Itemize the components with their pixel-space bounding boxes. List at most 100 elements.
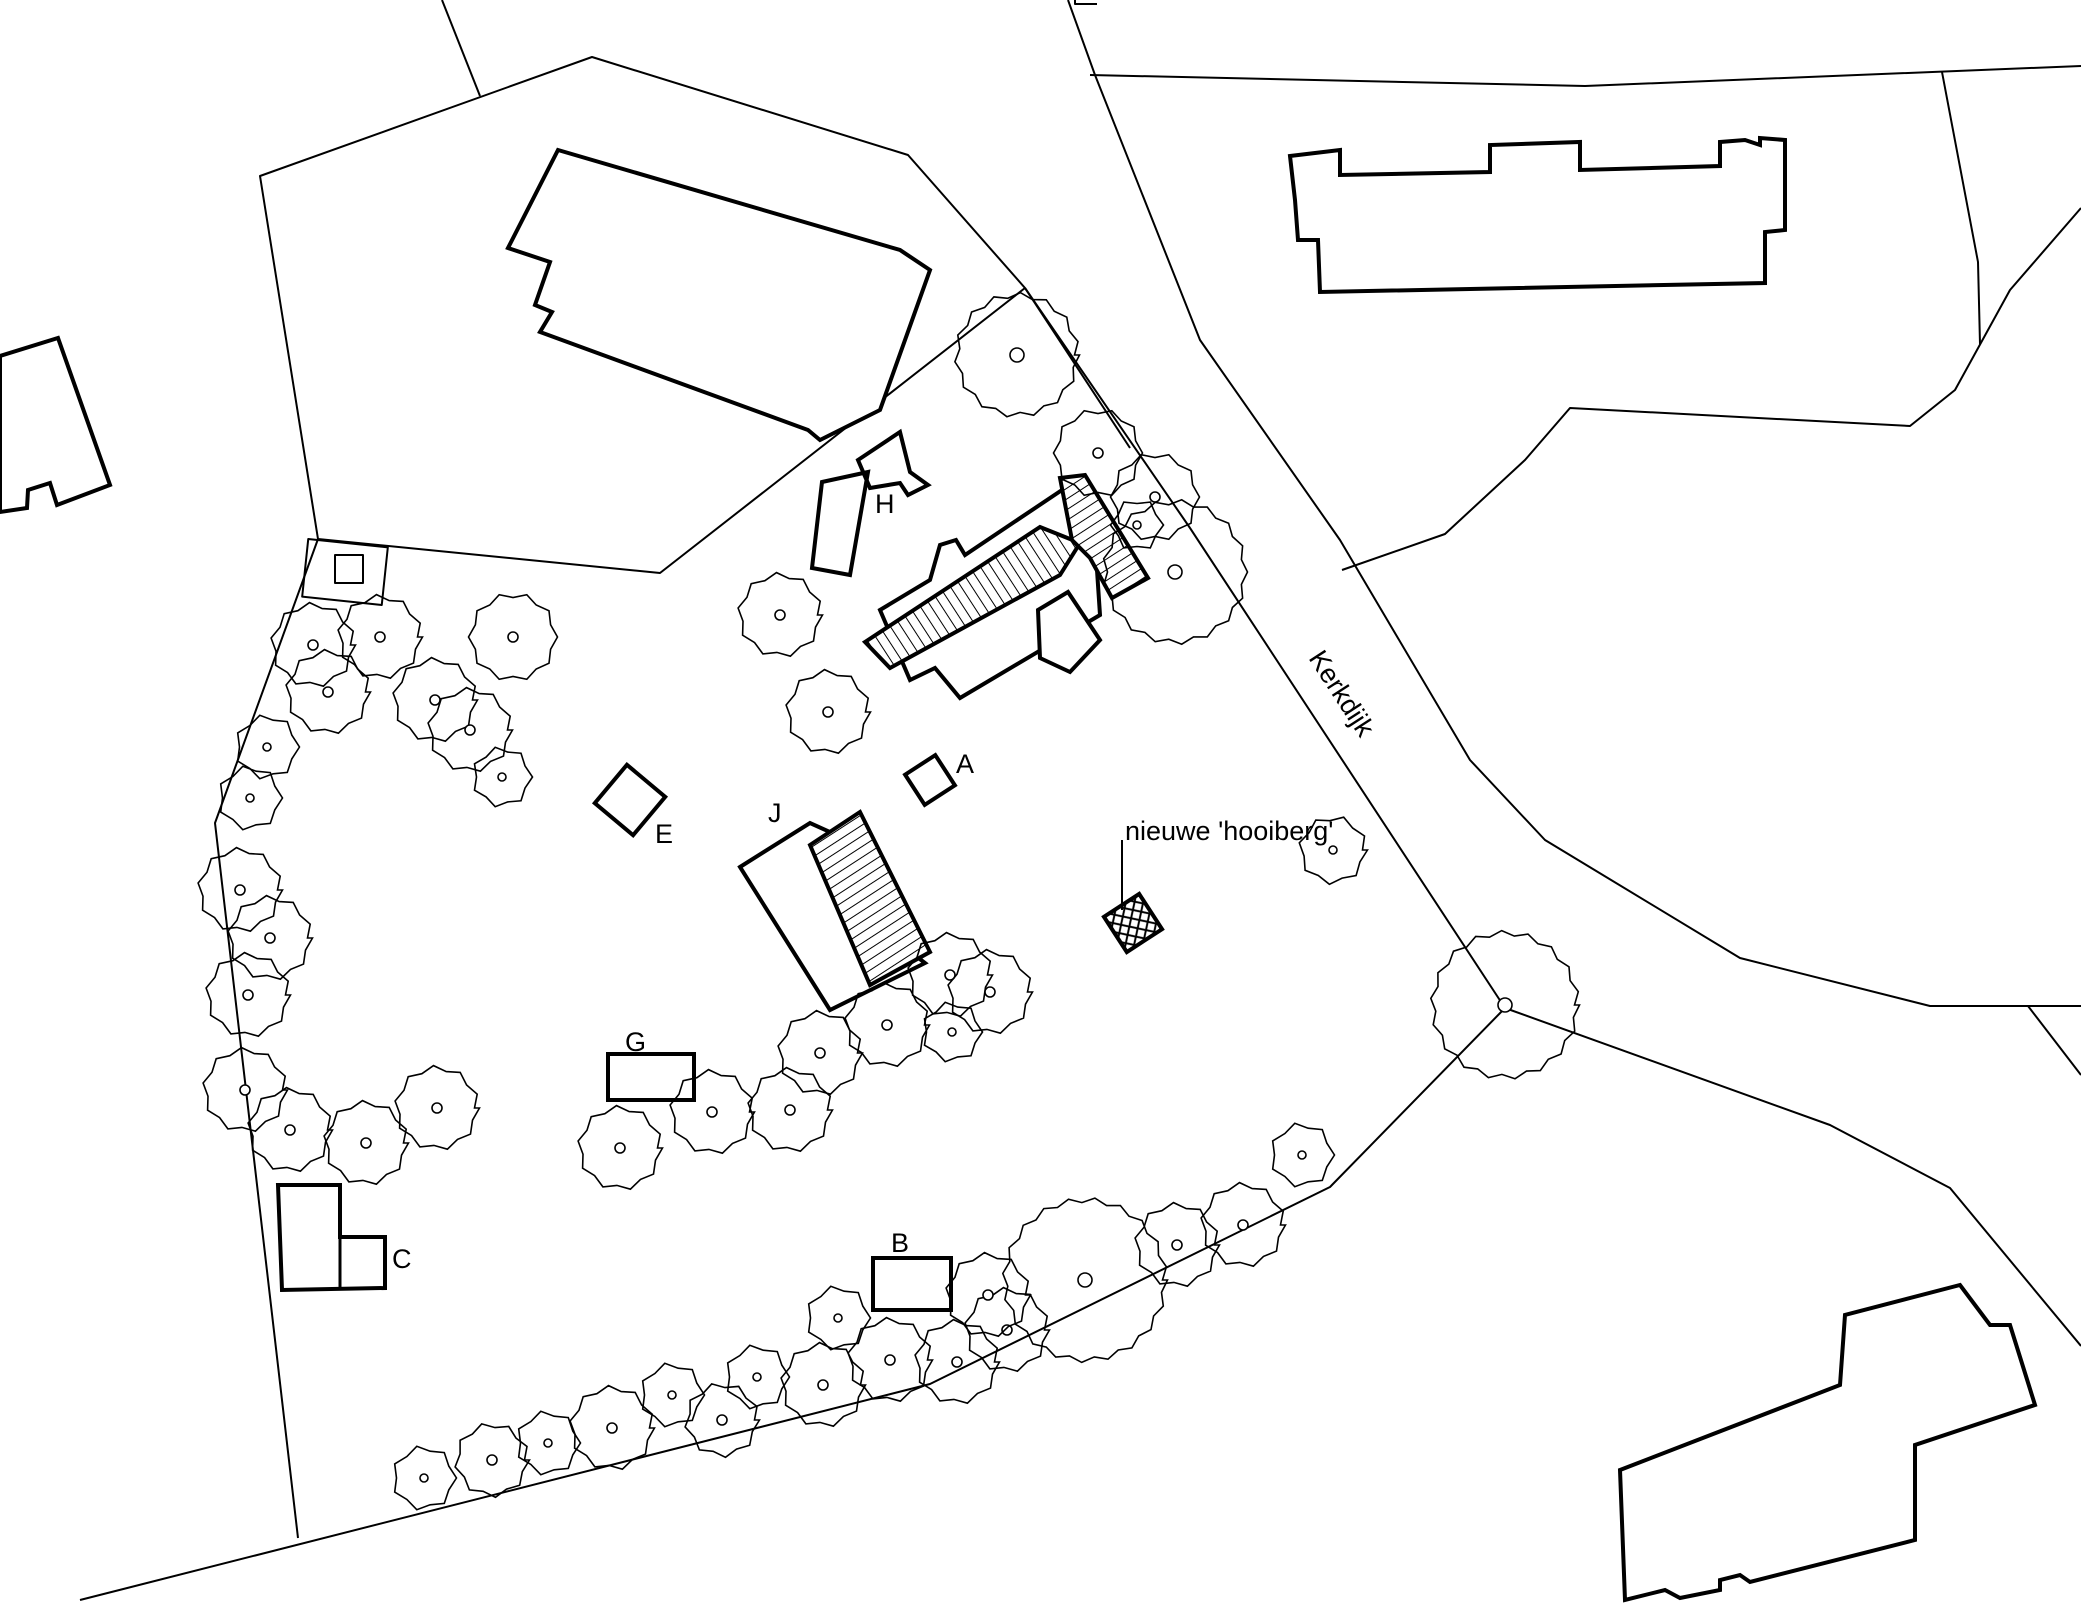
tree-trunk [464,724,476,736]
tree-trunk [881,1019,893,1031]
tree-crown [1109,453,1201,541]
tree-crown [1134,1201,1221,1288]
tree-trunk [307,639,319,651]
tree-crown [227,894,314,981]
haystack-hatched [1101,891,1165,955]
tree-trunk [486,1454,498,1466]
tree-crown [247,1086,334,1173]
tree-trunk [817,1379,829,1391]
tree-trunk [1132,520,1142,530]
tree-crown [337,593,424,680]
tree-trunk [1092,447,1104,459]
building-south-east [1617,1282,2038,1603]
main-house-annex [1035,589,1103,675]
label-h: H [875,489,895,519]
road-west-edge [1067,0,2081,1007]
tree-trunk [1077,1272,1093,1288]
tree-trunk [1497,997,1513,1013]
tree-crown [285,648,372,735]
tree-trunk [706,1106,718,1118]
tree-trunk [245,793,255,803]
tree-trunk [947,1027,957,1037]
building-north-east-block [1287,135,1787,295]
tree-trunk [543,1438,553,1448]
parcel-line-far-east [2027,1005,2081,1076]
label-e: E [655,819,673,849]
parcel-lines [79,0,2081,1601]
building-j-roof-hatched [807,809,933,988]
tree-crown [236,714,301,780]
label-b: B [891,1228,909,1258]
building-north-large [505,147,933,443]
tree-trunk [784,1104,796,1116]
tree-trunk [606,1422,618,1434]
building-g [606,1052,696,1102]
tree-crown [394,1064,481,1151]
tree-trunk [1149,491,1161,503]
tree-trunk [1328,845,1338,855]
tree-trunk [822,706,834,718]
building-west-edge [0,335,113,515]
tree-crown [577,1104,664,1191]
tree-crown [517,1410,582,1476]
tree-trunk [1001,1324,1013,1336]
tree-crown [1102,498,1249,646]
road-east-edge [1341,207,2081,571]
building-e [591,761,669,839]
tree-trunk [322,686,334,698]
tree-trunk [284,1124,296,1136]
tree-crown [726,1344,791,1410]
parcel-line-east [1941,71,1981,345]
tree-crown [205,951,292,1038]
tree-crown [197,846,284,933]
parcel-corner-top [1074,0,1097,5]
tree-trunk [774,609,786,621]
label-a: A [956,749,974,779]
tree-trunk [1171,1239,1183,1251]
tree-trunk [264,932,276,944]
tree-crown [393,1445,458,1511]
estate-west-boundary [214,538,319,1539]
tree-crown [1200,1181,1287,1268]
tree-crown [737,571,824,658]
tree-trunk [374,631,386,643]
tree-crown [427,686,514,773]
building-b [871,1256,953,1312]
tree-crown [454,1422,531,1499]
tree-trunk [1009,347,1025,363]
tree-crown [907,931,994,1018]
parcel-line-south-east [1504,1007,2081,1347]
tree-crown [684,1382,761,1459]
tree-trunk [429,694,441,706]
tree-crown [467,593,559,681]
tree-trunk [1167,564,1183,580]
tree-crown [785,668,872,755]
building-h-shed [809,469,871,578]
label-j: J [768,798,782,828]
tree-trunk [614,1142,626,1154]
tree-trunk [242,989,254,1001]
tree-trunk [1237,1219,1249,1231]
tree-crown [747,1066,834,1153]
tree-trunk [497,772,507,782]
tree-crown [1052,409,1144,497]
parcel-line-top-left [441,0,481,97]
estate-east-boundary [1024,287,1506,1009]
tree-trunk [667,1390,677,1400]
road-north-edge [1089,65,2081,87]
tree-trunk [1297,1150,1307,1160]
tree-trunk [262,742,272,752]
building-a [902,752,958,808]
building-h-annex [855,428,932,498]
tree-crown [473,746,534,808]
estate-south-boundary [79,1007,1506,1601]
tree-crown [807,1285,872,1351]
label-g: G [625,1027,646,1057]
tree-crown [1429,929,1581,1080]
tree-crown [1271,1122,1336,1188]
tree-trunk [951,1356,963,1368]
tree-trunk [944,969,956,981]
main-house-roof-hatched [861,524,1083,671]
tree-trunk [984,986,996,998]
tree-trunk [833,1313,843,1323]
